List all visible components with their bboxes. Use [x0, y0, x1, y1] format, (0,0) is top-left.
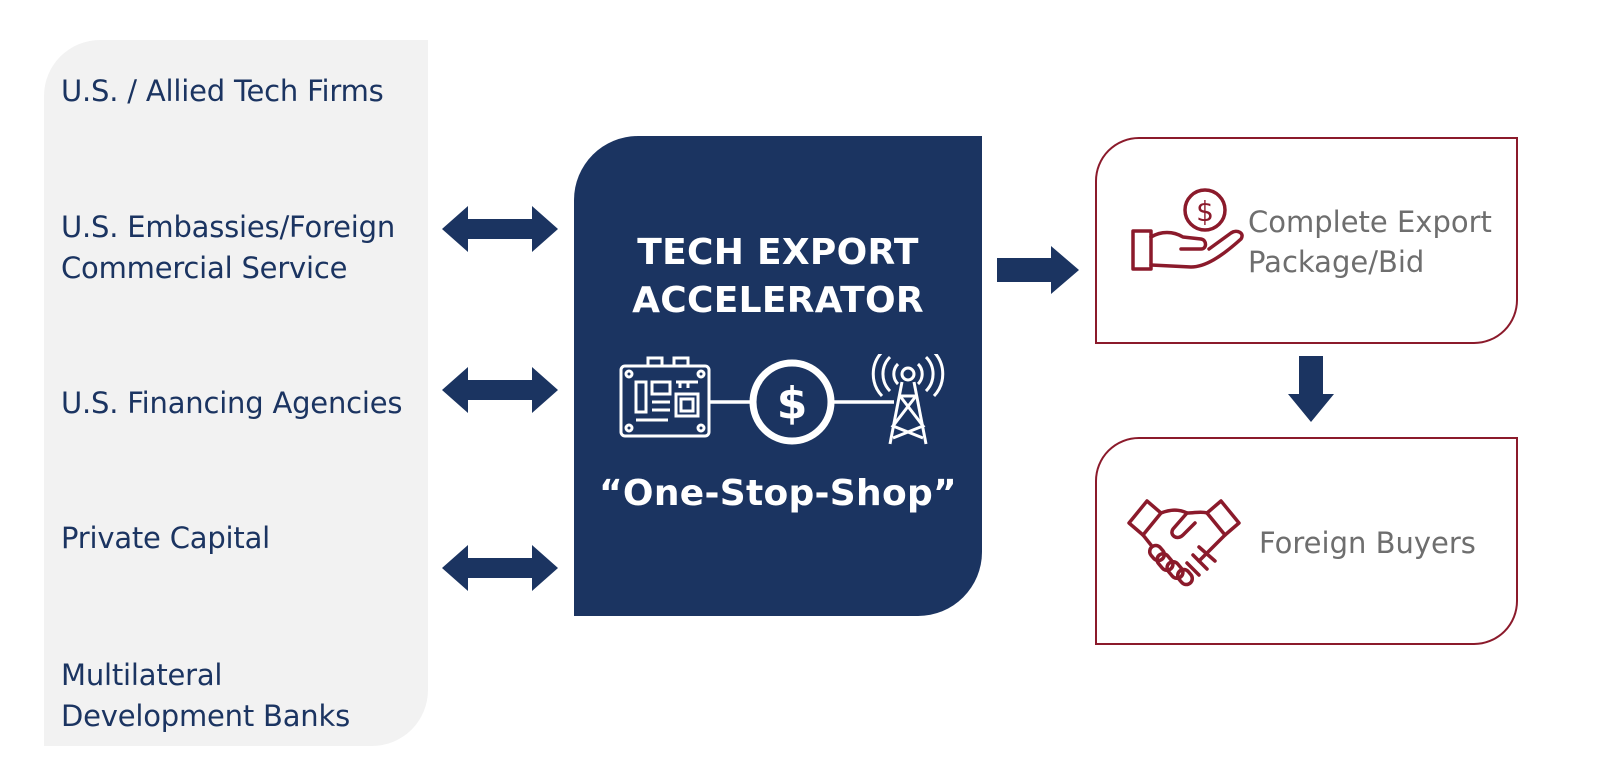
- double-arrow-icon: [442, 545, 558, 591]
- foreign-buyers-box: Foreign Buyers: [1095, 437, 1518, 645]
- export-package-label: Complete Export Package/Bid: [1248, 205, 1492, 279]
- hand-holding-coin-icon: $: [1131, 188, 1244, 271]
- accelerator-graphic: $: [619, 354, 945, 445]
- stakeholder-embassies: U.S. Embassies/Foreign Commercial Servic…: [61, 210, 395, 285]
- svg-text:$: $: [777, 378, 808, 429]
- svg-text:$: $: [1196, 195, 1214, 228]
- accelerator-tagline: “One-Stop-Shop”: [598, 473, 958, 514]
- accelerator-title: TECH EXPORT ACCELERATOR: [632, 232, 924, 321]
- stakeholder-financing-agencies: U.S. Financing Agencies: [61, 386, 403, 420]
- radio-tower-icon: [871, 354, 945, 445]
- right-arrow-icon: [997, 246, 1079, 294]
- stakeholders-panel: [44, 40, 428, 746]
- down-arrow-icon: [1288, 356, 1334, 422]
- stakeholder-tech-firms: U.S. / Allied Tech Firms: [61, 74, 384, 108]
- circuit-board-icon: [619, 356, 711, 438]
- tech-export-accelerator-box: TECH EXPORT ACCELERATOR: [574, 136, 982, 616]
- double-arrow-icon: [442, 367, 558, 413]
- stakeholder-private-capital: Private Capital: [61, 521, 271, 555]
- dollar-coin-icon: $: [749, 359, 835, 445]
- stakeholder-development-banks: Multilateral Development Banks: [61, 658, 350, 733]
- foreign-buyers-label: Foreign Buyers: [1259, 526, 1476, 560]
- handshake-icon: [1127, 499, 1241, 587]
- double-arrow-icon: [442, 206, 558, 252]
- export-package-box: $ Complete Export Package/Bid: [1095, 137, 1518, 344]
